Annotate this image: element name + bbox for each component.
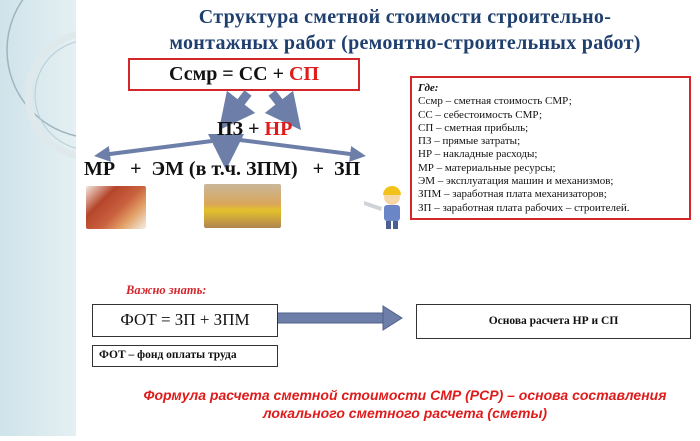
legend-item: ЗП – заработная плата рабочих – строител… [418,201,630,214]
legend-item: ЗПМ – заработная плата механизаторов; [418,188,607,201]
arrow-icon [94,90,403,331]
worker-icon [364,186,401,229]
pz-formula: ПЗ + НР [217,118,292,141]
slide-title-line2: монтажных работ (ремонтно-строительных р… [169,32,641,54]
fot-definition-box: ФОТ – фонд оплаты труда [92,345,278,367]
pz-formula-left: ПЗ + [217,118,265,140]
footer-note-line2: локального сметного расчета (сметы) [262,405,548,421]
main-formula-sp: СП [289,63,319,85]
important-label: Важно знать: [126,283,207,297]
footer-note-line1: Формула расчета сметной стоимости СМР (Р… [143,387,667,403]
legend-item: ЭМ – эксплуатация машин и механизмов; [418,175,614,188]
legend-item: Ссмр – сметная стоимость СМР; [418,95,572,108]
legend-item: СП – сметная прибыль; [418,121,529,134]
pz-formula-nr: НР [264,118,293,140]
slide-title-line1: Структура сметной стоимости строительно- [198,6,612,28]
legend-item: СС – себестоимость СМР; [418,108,543,121]
basis-box: Основа расчета НР и СП [416,304,691,339]
construction-machinery-image [204,184,281,228]
fot-formula-box: ФОТ = ЗП + ЗПМ [92,304,278,337]
components-formula: МР + ЭМ (в т.ч. ЗПМ) + ЗП [84,158,361,180]
main-formula-box: Ссмр = СС + СП [128,58,360,91]
bricks-image [86,186,146,229]
legend-item: МР – материальные ресурсы; [418,161,556,174]
legend-box: Где: Ссмр – сметная стоимость СМР; СС – … [410,76,691,220]
legend-item: ПЗ – прямые затраты; [418,135,521,148]
main-formula-left: Ссмр = СС + [169,63,289,85]
legend-item: НР – накладные расходы; [418,148,538,161]
legend-heading: Где: [418,82,439,94]
